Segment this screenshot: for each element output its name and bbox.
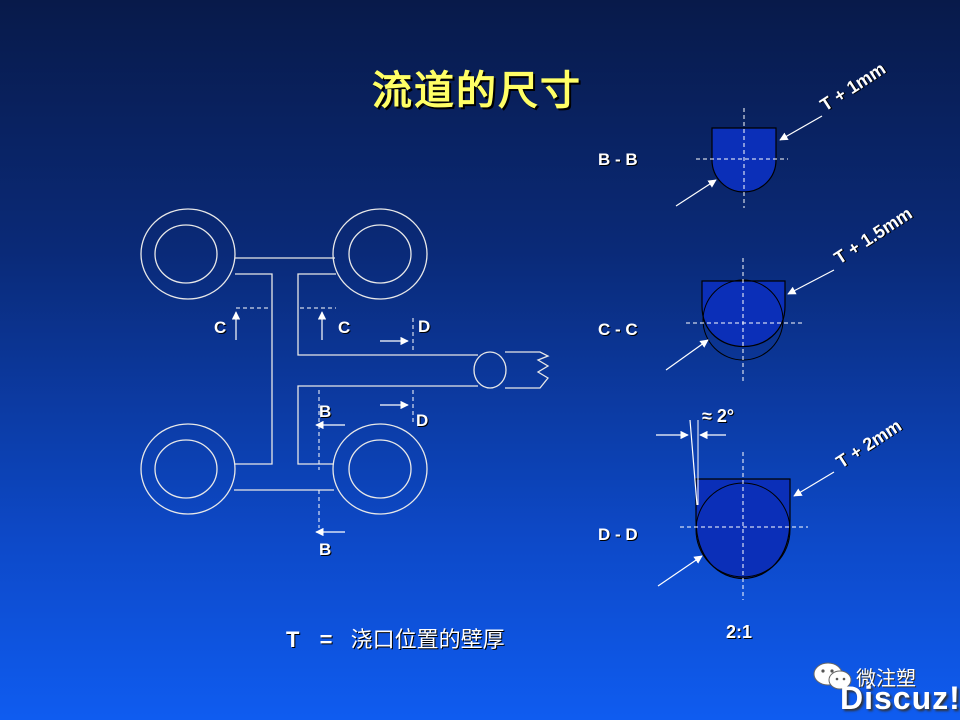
label-b-top: B	[319, 402, 332, 421]
t-symbol: T	[286, 627, 300, 652]
section-d-d	[656, 419, 835, 600]
scale-ratio: 2:1	[726, 622, 753, 642]
label-c-right: C	[338, 318, 351, 337]
wechat-icon	[813, 662, 852, 690]
cavity-bottom-right	[332, 423, 428, 515]
label-d-bottom: D	[416, 411, 429, 430]
label-b-bottom: B	[319, 540, 332, 559]
watermark-discuz: Discuz!	[840, 680, 960, 716]
section-arrows	[231, 311, 409, 537]
t-meaning: 浇口位置的壁厚	[350, 628, 505, 653]
cavity-top-left	[140, 208, 236, 300]
watermark-wechat: 微注塑	[856, 668, 916, 690]
section-b-b	[675, 108, 823, 208]
section-label-c: C - C	[598, 320, 638, 339]
t-definition: T = 浇口位置的壁厚	[286, 622, 505, 654]
draft-angle-label: ≈ 2°	[702, 406, 735, 426]
cavity-top-right	[332, 208, 428, 300]
section-c-c	[665, 258, 835, 384]
sprue	[473, 351, 507, 389]
runner-plan-view	[140, 208, 550, 515]
label-c-left: C	[214, 318, 227, 337]
break-line	[505, 351, 550, 389]
section-label-d: D - D	[598, 525, 638, 544]
t-equals: =	[319, 627, 333, 652]
cavity-bottom-left	[140, 423, 236, 515]
section-cut-lines	[236, 307, 414, 528]
section-label-b: B - B	[598, 150, 638, 169]
page-title: 流道的尺寸	[372, 67, 582, 114]
runner-outline	[234, 257, 478, 491]
label-d-top: D	[418, 317, 431, 336]
